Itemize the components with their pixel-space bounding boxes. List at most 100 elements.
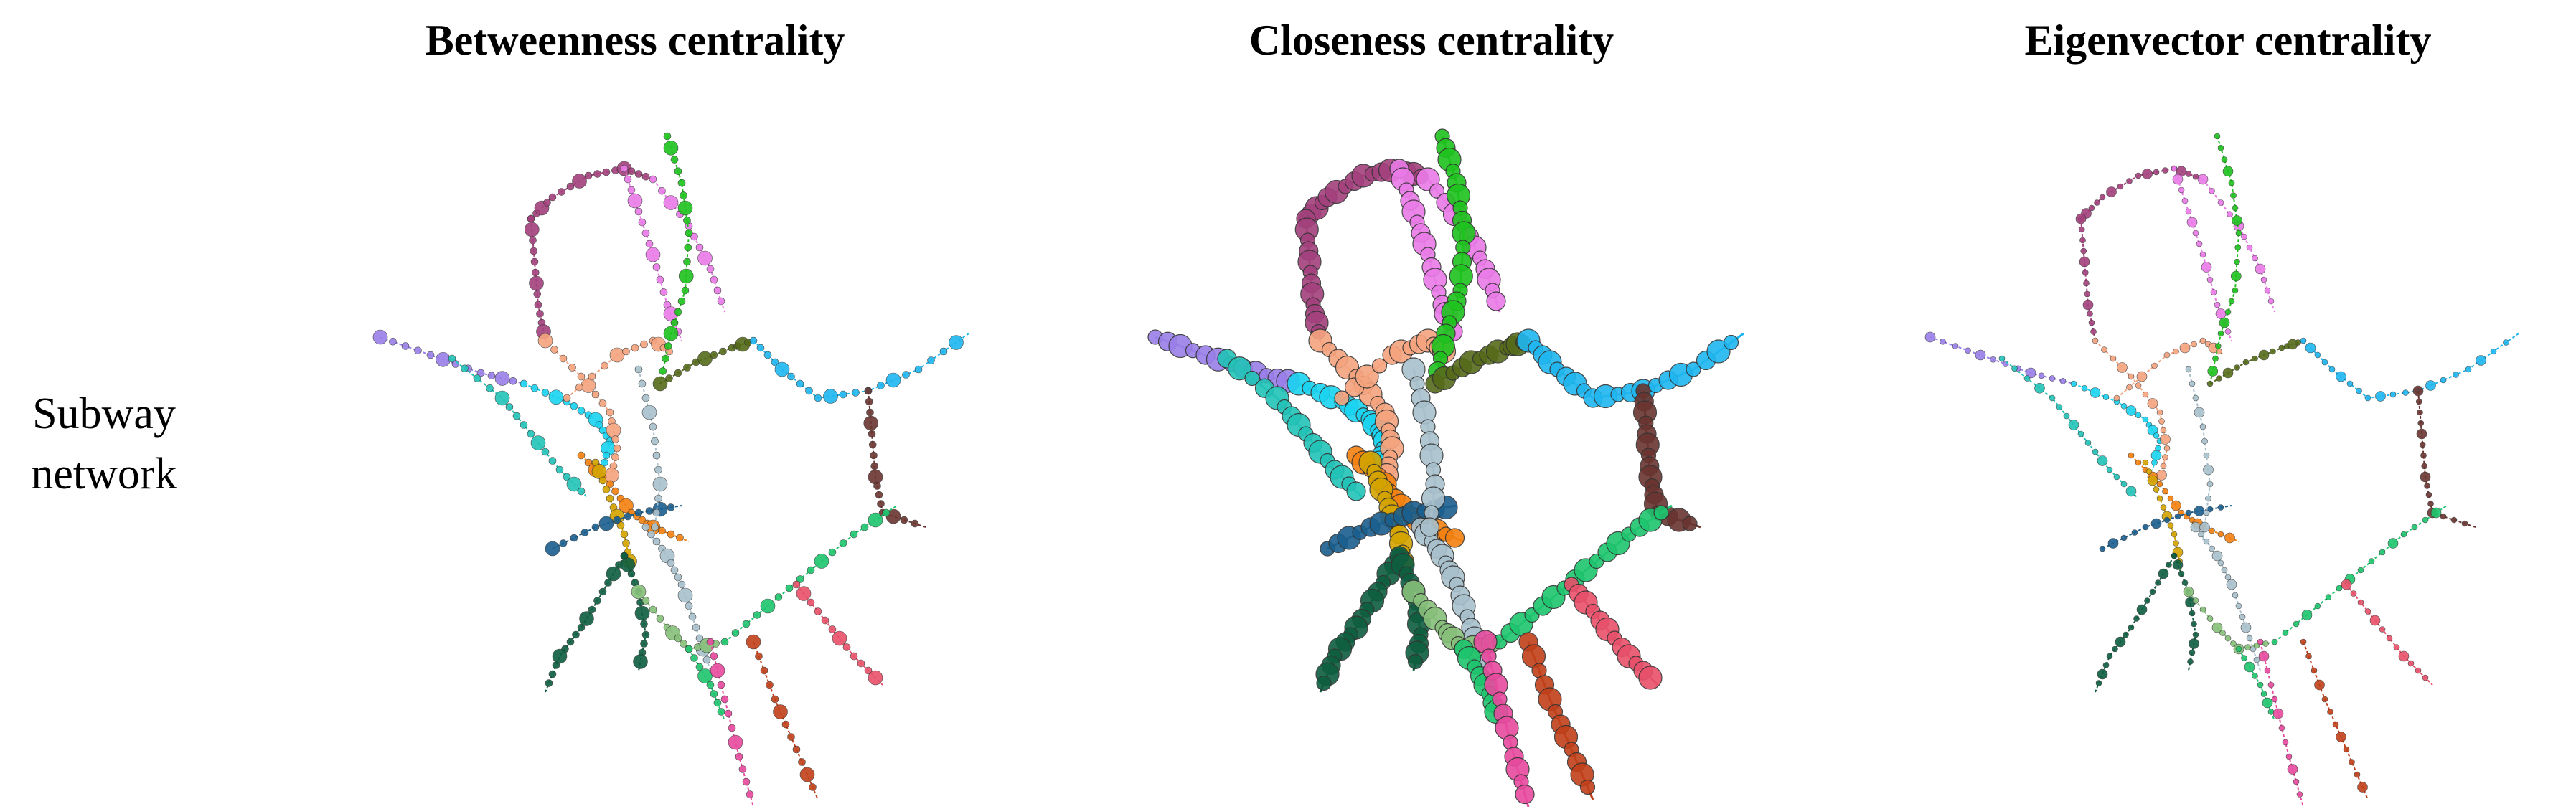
station-node bbox=[530, 247, 538, 255]
station-node bbox=[832, 630, 847, 646]
station-node bbox=[685, 229, 693, 237]
station-node bbox=[873, 482, 881, 490]
station-node bbox=[2295, 339, 2301, 346]
station-node bbox=[2199, 251, 2206, 258]
station-node bbox=[2117, 362, 2128, 373]
station-node bbox=[2192, 597, 2199, 604]
station-node bbox=[710, 652, 718, 661]
station-node bbox=[771, 358, 779, 366]
station-node bbox=[717, 681, 725, 689]
station-node bbox=[2224, 574, 2232, 581]
station-node bbox=[667, 503, 675, 511]
station-node bbox=[2343, 746, 2350, 753]
station-node bbox=[2364, 608, 2371, 615]
station-node bbox=[2147, 398, 2158, 409]
station-node bbox=[2203, 464, 2214, 476]
station-node bbox=[2128, 452, 2135, 459]
station-node bbox=[2107, 538, 2119, 549]
station-node bbox=[2163, 445, 2171, 452]
station-node bbox=[2160, 434, 2171, 445]
station-node bbox=[537, 333, 553, 349]
station-node bbox=[633, 654, 648, 669]
station-node bbox=[2160, 463, 2167, 470]
station-node bbox=[2162, 454, 2168, 460]
station-node bbox=[533, 290, 542, 298]
station-node bbox=[536, 310, 544, 318]
station-node bbox=[2232, 592, 2239, 599]
station-node bbox=[2398, 650, 2410, 662]
station-node bbox=[1579, 779, 1596, 795]
station-node bbox=[2120, 481, 2128, 488]
station-node bbox=[2181, 579, 2189, 586]
station-node bbox=[2328, 366, 2336, 373]
station-node bbox=[2181, 197, 2189, 204]
station-node bbox=[651, 437, 659, 445]
station-node bbox=[2252, 355, 2258, 362]
station-node bbox=[2070, 380, 2077, 387]
station-node bbox=[509, 377, 517, 385]
station-node bbox=[2252, 673, 2258, 679]
station-node bbox=[706, 638, 715, 646]
station-node bbox=[2336, 732, 2346, 742]
station-node bbox=[1407, 653, 1424, 670]
station-node bbox=[2217, 144, 2224, 151]
station-node bbox=[2260, 691, 2267, 697]
station-node bbox=[674, 634, 682, 643]
station-node bbox=[2215, 308, 2227, 319]
station-node bbox=[670, 566, 679, 574]
station-node bbox=[2430, 507, 2442, 519]
station-node bbox=[2411, 524, 2418, 531]
station-node bbox=[692, 623, 700, 632]
station-node bbox=[530, 384, 539, 392]
station-node bbox=[814, 554, 829, 569]
station-node bbox=[584, 171, 593, 180]
station-node bbox=[706, 265, 715, 273]
station-node bbox=[649, 605, 657, 614]
station-node bbox=[2088, 204, 2095, 212]
station-node bbox=[2056, 404, 2063, 410]
station-node bbox=[2287, 764, 2298, 775]
station-node bbox=[2156, 409, 2163, 416]
station-node bbox=[760, 598, 776, 614]
station-node bbox=[593, 597, 601, 605]
station-node bbox=[2234, 244, 2242, 251]
station-node bbox=[2189, 610, 2196, 617]
station-node bbox=[2199, 521, 2210, 533]
station-node bbox=[2270, 348, 2276, 355]
station-node bbox=[2126, 178, 2133, 184]
station-node bbox=[1334, 390, 1350, 406]
station-node bbox=[2296, 791, 2303, 798]
station-node bbox=[2201, 262, 2212, 273]
station-node bbox=[2084, 440, 2092, 446]
station-node bbox=[2314, 602, 2321, 610]
station-node bbox=[2106, 466, 2113, 473]
station-node bbox=[690, 232, 698, 241]
station-node bbox=[852, 389, 860, 397]
station-node bbox=[1515, 784, 1535, 805]
station-node bbox=[530, 435, 546, 450]
station-node bbox=[606, 494, 614, 503]
station-node bbox=[2196, 240, 2203, 247]
station-node bbox=[598, 516, 614, 531]
station-node bbox=[2199, 337, 2206, 344]
station-node bbox=[2217, 559, 2224, 567]
station-node bbox=[755, 652, 763, 661]
station-node bbox=[2075, 213, 2087, 224]
station-node bbox=[2090, 387, 2101, 398]
station-node bbox=[663, 132, 672, 141]
station-node bbox=[2356, 387, 2362, 394]
station-node bbox=[2192, 394, 2199, 402]
station-node bbox=[683, 257, 691, 266]
station-node bbox=[2221, 156, 2228, 163]
station-node bbox=[774, 593, 783, 601]
station-node bbox=[713, 699, 722, 707]
station-node bbox=[2246, 244, 2253, 251]
station-node bbox=[651, 523, 659, 531]
station-node bbox=[389, 337, 397, 346]
station-node bbox=[2212, 355, 2219, 362]
station-node bbox=[641, 523, 650, 531]
station-node bbox=[2241, 655, 2247, 661]
station-node bbox=[641, 172, 650, 181]
station-node bbox=[877, 500, 885, 508]
station-node bbox=[598, 399, 607, 407]
